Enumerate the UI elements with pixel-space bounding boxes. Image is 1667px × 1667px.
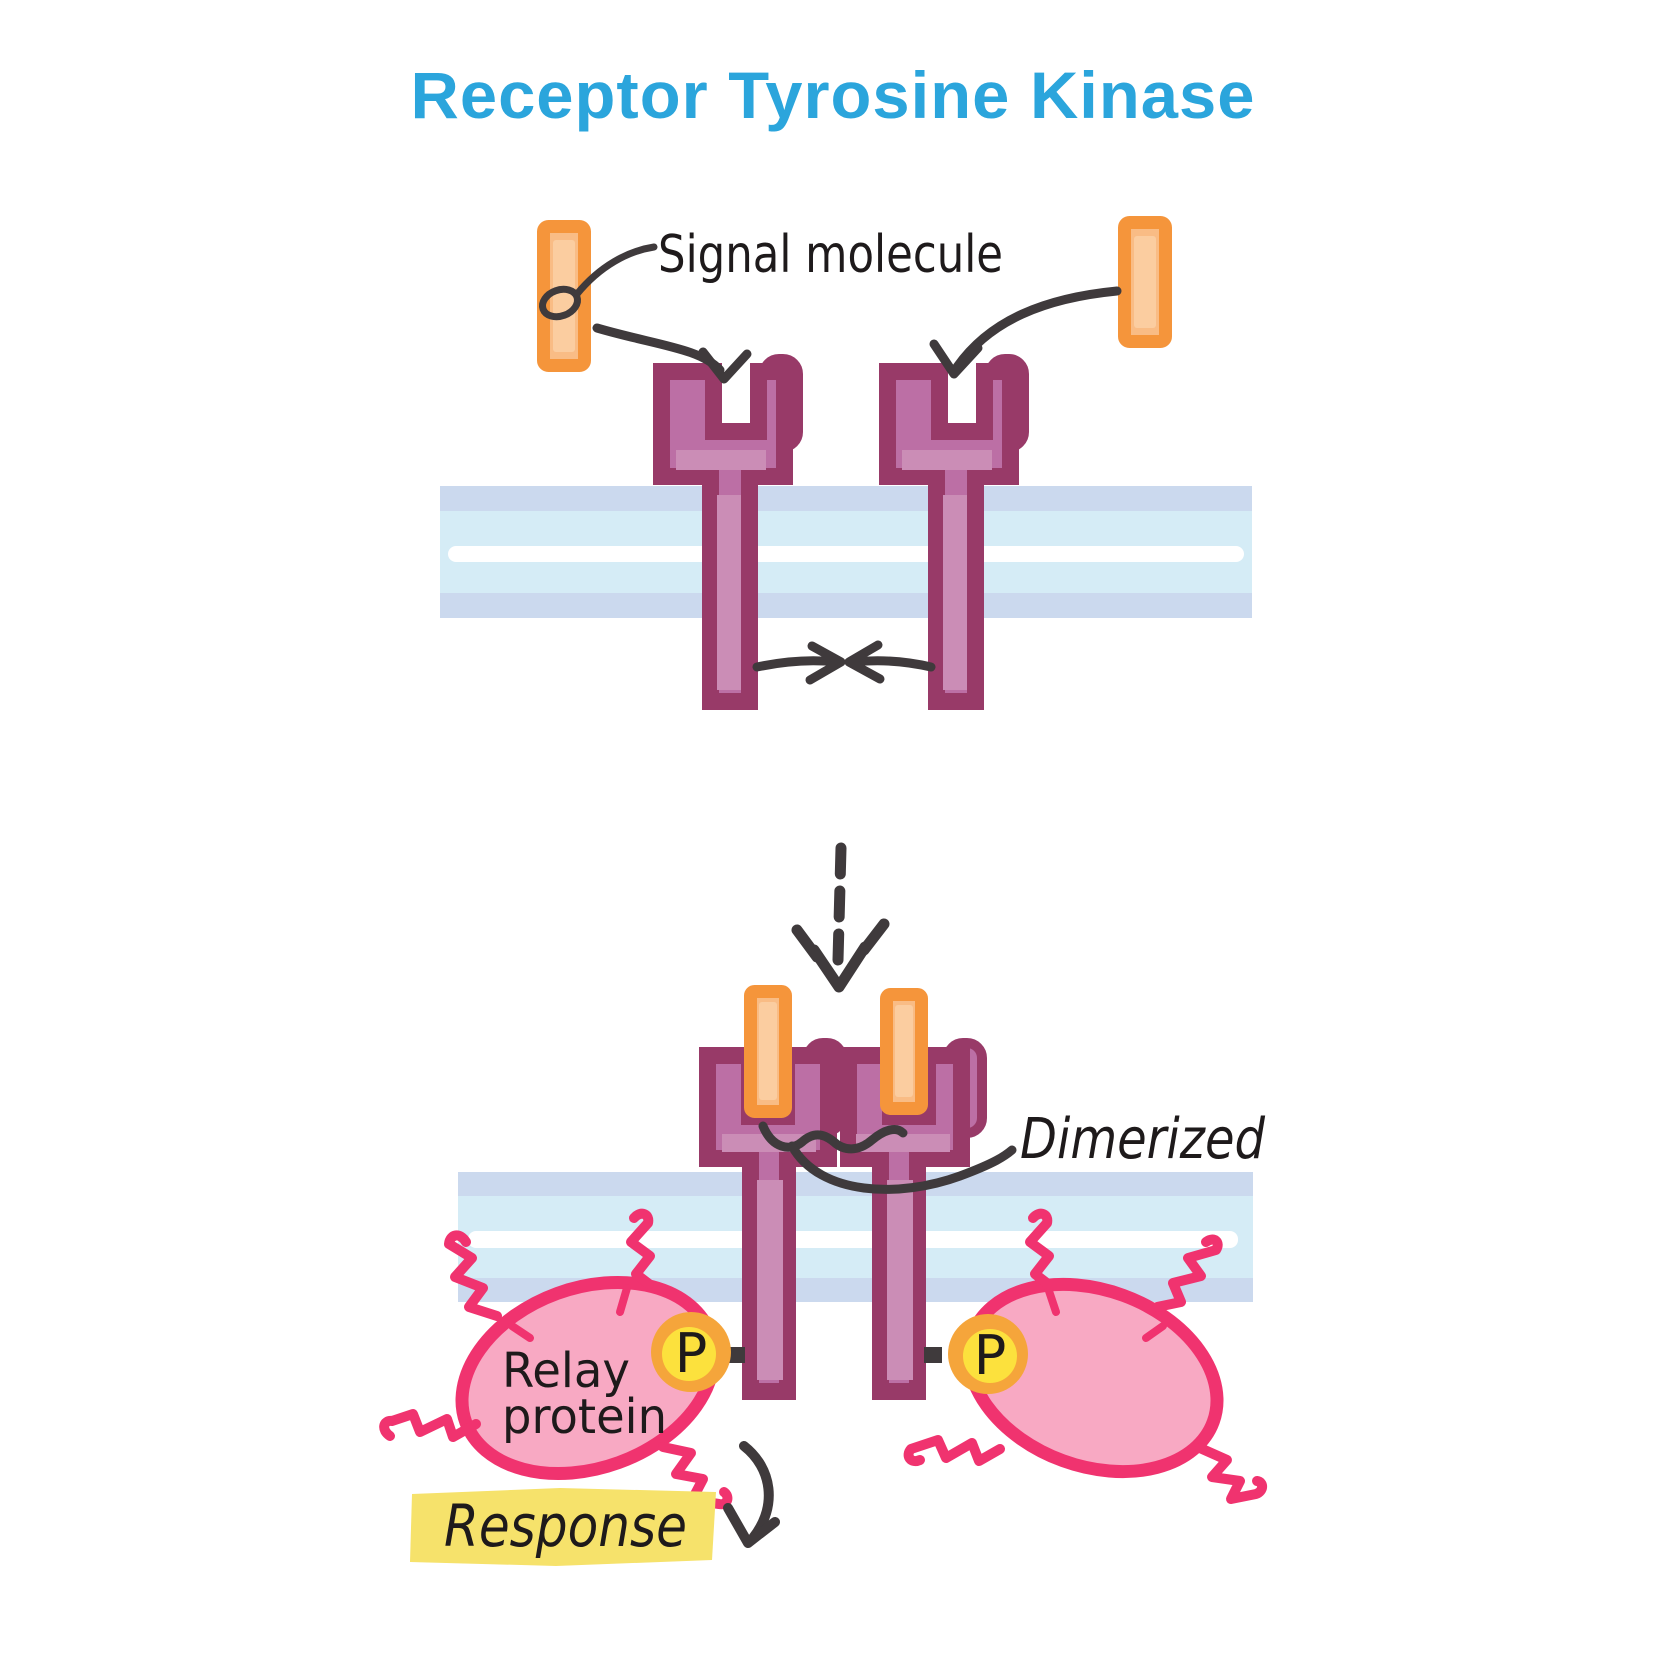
signal-molecule-highlights	[553, 236, 1156, 352]
receptor-shoulder-highlight	[902, 450, 992, 470]
converge-arrow-right-shaft	[849, 656, 936, 672]
relay-protein-label-line2: protein	[502, 1389, 667, 1445]
dimerized-label: Dimerized	[1020, 1107, 1265, 1172]
receptor-stem-highlight	[757, 1180, 783, 1380]
response-arrow	[723, 1441, 780, 1548]
zigzag	[903, 1435, 1005, 1466]
bound-ligand-highlights	[759, 1002, 913, 1100]
transition-arrow	[791, 842, 890, 993]
signal-molecule-label: Signal molecule	[658, 225, 1003, 285]
zigzag	[1195, 1443, 1268, 1504]
zigzag	[658, 1442, 733, 1510]
relay-protein-label-line1: Relay	[502, 1343, 630, 1399]
relay-tick	[616, 1284, 631, 1316]
dashed-arrow-head	[808, 941, 871, 993]
converge-arrow-left-head	[805, 641, 846, 685]
converge-arrow-left-shaft	[752, 656, 841, 672]
phosphate-badge-right-core	[963, 1329, 1017, 1383]
signal-molecule-highlight	[1134, 236, 1156, 328]
arrow-ligand-right-head	[929, 339, 983, 379]
zigzag	[1025, 1208, 1054, 1289]
phosphate-label-right: P	[974, 1324, 1007, 1387]
phosphate-linker-left	[727, 1347, 745, 1363]
receptor-stem-highlight	[717, 495, 741, 690]
arrow-ligand-left-head	[698, 347, 752, 384]
membrane-bottom	[458, 1172, 1253, 1302]
converge-arrow-right-head	[844, 640, 885, 684]
receptor-stem-highlight	[887, 1180, 913, 1380]
receptor-inner-highlights-top	[676, 450, 992, 690]
label-leader-line	[573, 243, 658, 298]
signal-molecule-highlight	[759, 1002, 777, 1100]
membrane-outer-leaflet	[440, 486, 1252, 511]
response-arrow-head	[723, 1503, 780, 1548]
page-title: Receptor Tyrosine Kinase	[411, 58, 1256, 132]
signal-molecule-highlight	[553, 240, 575, 352]
dimerized-annotation	[758, 1121, 1017, 1194]
relay-tick	[508, 1322, 534, 1342]
zigzag	[444, 1230, 502, 1321]
receptor-shoulder-highlight	[676, 450, 766, 470]
membrane-inner-leaflet	[440, 593, 1252, 618]
top-panel-annotations	[539, 243, 1122, 685]
phosphate-badge-left-core	[662, 1327, 716, 1381]
response-highlight	[410, 1488, 716, 1566]
signal-molecule-highlight	[895, 1005, 913, 1097]
membrane-midline	[448, 546, 1244, 562]
dashed-arrow-shaft	[832, 842, 847, 966]
response-label: Response	[444, 1492, 687, 1560]
zigzag	[626, 1208, 655, 1289]
phosphate-linker-right	[924, 1347, 942, 1363]
activity-zigzags	[379, 1208, 1268, 1510]
relay-tick	[1142, 1322, 1167, 1342]
dimerized-leader-curve	[787, 1141, 1017, 1194]
phosphate-badges: P P	[651, 1312, 1028, 1394]
zigzag	[379, 1409, 481, 1442]
receptor-stem-highlight	[943, 495, 967, 690]
phosphate-label-left: P	[675, 1322, 708, 1385]
relay-protein-label: Relay protein	[502, 1343, 667, 1445]
membrane-midline	[468, 1231, 1238, 1248]
relay-protein-ticks	[508, 1284, 1167, 1342]
zigzag	[1152, 1234, 1223, 1312]
phosphate-linkers	[727, 1347, 942, 1363]
membrane-top	[440, 486, 1252, 618]
arrow-ligand-right-shaft	[952, 286, 1122, 372]
relay-tick	[1044, 1284, 1060, 1316]
